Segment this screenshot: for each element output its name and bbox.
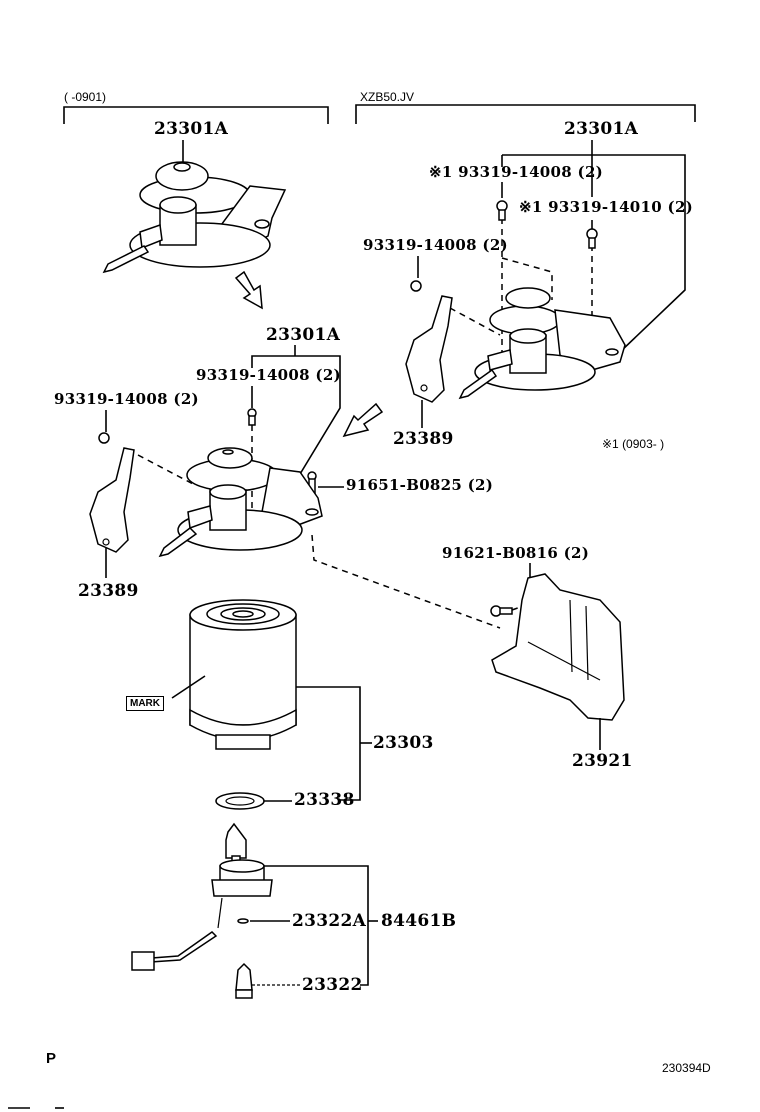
part-label-93319-14010-note[interactable]: ※1 93319-14010 (2): [519, 198, 694, 216]
part-label-93319-14008-left-bracket[interactable]: 93319-14008 (2): [54, 390, 199, 408]
gasket-23338: [215, 792, 292, 810]
part-label-23322[interactable]: 23322: [302, 975, 363, 995]
part-label-23338[interactable]: 23338: [294, 790, 355, 810]
bracket-23389-left: [89, 447, 135, 553]
heat-shield-23921: [490, 563, 625, 750]
page-marker: P: [46, 1050, 57, 1067]
fuel-filter-23303: [171, 599, 372, 801]
part-label-23921[interactable]: 23921: [572, 751, 633, 771]
part-label-91621-b0816[interactable]: 91621-B0816 (2): [442, 544, 590, 562]
part-label-93319-14008-note[interactable]: ※1 93319-14008 (2): [429, 163, 604, 181]
right-group-bracket: [355, 104, 696, 124]
fuel-pump-assembly-right: [458, 287, 626, 400]
figure-id: 230394D: [662, 1061, 711, 1075]
part-label-23301a-top-left[interactable]: 23301A: [154, 119, 229, 139]
direction-arrow-icon: [342, 402, 384, 438]
part-label-23301a-middle[interactable]: 23301A: [266, 325, 341, 345]
part-label-23389-right[interactable]: 23389: [393, 429, 454, 449]
part-label-23303[interactable]: 23303: [373, 733, 434, 753]
part-label-23301a-right[interactable]: 23301A: [564, 119, 639, 139]
left-group-range-label: ( -0901): [64, 90, 107, 104]
part-label-23389-left[interactable]: 23389: [78, 581, 139, 601]
part-label-91651-b0825[interactable]: 91651-B0825 (2): [346, 476, 494, 494]
left-group-bracket: [63, 106, 329, 124]
water-sensor-assembly: [131, 822, 378, 999]
fuel-pump-assembly-top-left: [102, 140, 287, 274]
right-group-model-label: XZB50.JV: [360, 90, 415, 104]
part-label-93319-14008-right-bracket[interactable]: 93319-14008 (2): [363, 236, 508, 254]
part-label-23322a[interactable]: 23322A: [292, 911, 367, 931]
filter-mark-tag: MARK: [126, 696, 164, 711]
part-label-84461b[interactable]: 84461B: [381, 911, 457, 931]
fuel-pump-assembly-middle: [158, 447, 323, 558]
bolt-icon: [410, 200, 598, 292]
part-label-93319-14008-middle[interactable]: 93319-14008 (2): [196, 366, 341, 384]
direction-arrow-icon: [234, 270, 263, 310]
note-production-range: ※1 (0903- ): [602, 437, 665, 451]
bracket-23389-right: [405, 295, 453, 403]
